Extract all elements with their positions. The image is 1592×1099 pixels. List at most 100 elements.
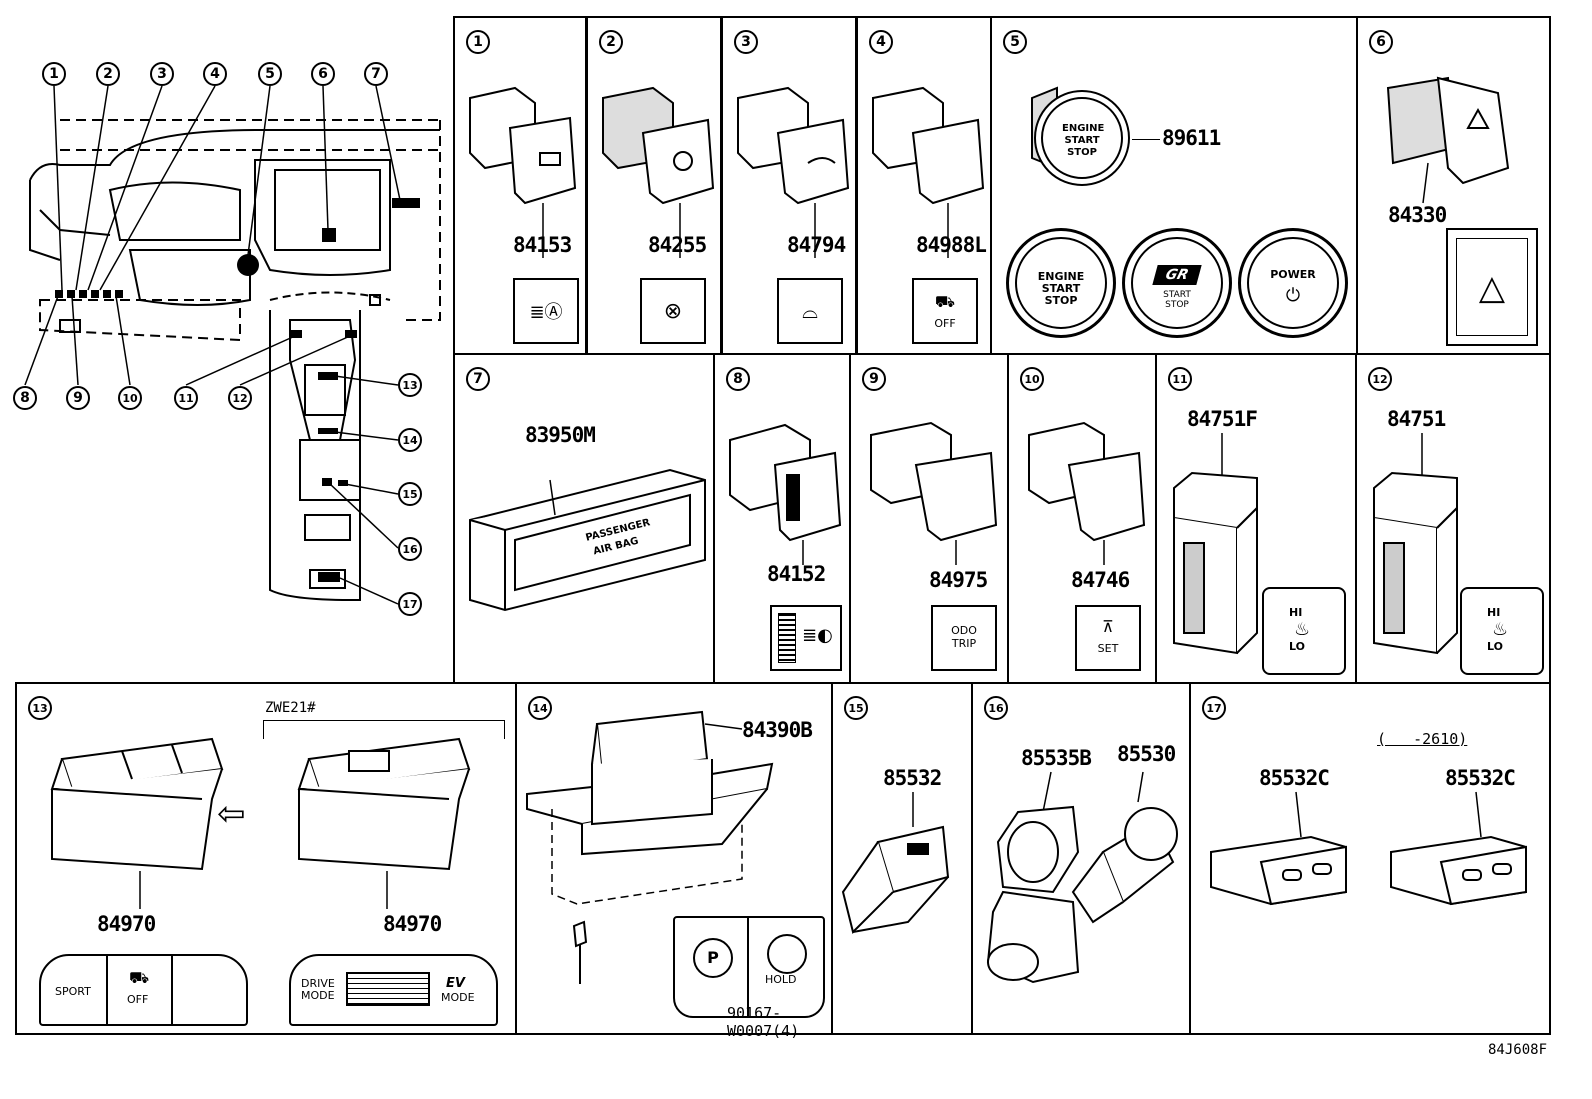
panel-13-badge: 13 xyxy=(28,696,52,720)
panel-2: 2 84255 ⊗ xyxy=(586,16,722,355)
seat-heater-icon-1: ♨ xyxy=(1294,619,1311,640)
diagram-code: 84J608F xyxy=(1488,1042,1548,1058)
engine-start-switch-drawing xyxy=(1031,86,1130,186)
dimmer-switch-face: ≣◐ xyxy=(770,605,842,671)
vsc-off-label: OFF xyxy=(934,317,956,330)
seat-heater-icon-2: ♨ xyxy=(1492,619,1509,640)
hi-label-2: HI xyxy=(1487,606,1501,619)
parking-brake-switch-drawing xyxy=(526,710,774,984)
part-number-84152: 84152 xyxy=(767,562,826,586)
screw-part-number: 90167-W0007(4) xyxy=(727,1004,800,1040)
engine-start-button-gr: GR START STOP xyxy=(1122,228,1232,338)
vsc-skid-icon-2: ⛟ xyxy=(129,968,150,987)
wiper-deicer-switch-drawing xyxy=(737,86,850,258)
panel-10-badge: 10 xyxy=(1020,367,1044,391)
dashboard-outline xyxy=(24,85,441,605)
dimmer-wheel xyxy=(778,613,796,663)
panel-15-badge: 15 xyxy=(844,696,868,720)
usb-charger-drawing-a xyxy=(1210,791,1347,906)
panel-11-badge: 11 xyxy=(1168,367,1192,391)
panel-9-badge: 9 xyxy=(862,367,886,391)
panel-16-badge: 16 xyxy=(984,696,1008,720)
seat-heater-switch-drawing-1 xyxy=(1173,433,1258,655)
panel-14: 14 84390B P HOLD 90167-W0007(4) xyxy=(515,682,833,1040)
power-icon: ⏻ xyxy=(1285,285,1301,306)
callout-12: 12 xyxy=(228,386,252,410)
panel-4-badge: 4 xyxy=(869,30,893,54)
seat-heater-face-1: HI ♨ LO xyxy=(1262,587,1346,675)
switch-face-3: ⌓ xyxy=(777,278,843,344)
ev-mode-label: MODE xyxy=(441,991,475,1004)
button-a-line2: START xyxy=(1041,282,1081,295)
callout-2: 2 xyxy=(96,62,120,86)
button-gr-line2: STOP xyxy=(1165,300,1189,310)
panel-16: 16 85535B 85530 xyxy=(971,682,1191,1035)
panel-15: 15 85532 xyxy=(831,682,973,1035)
power-outlet-drawing xyxy=(986,771,1178,984)
leader-89611 xyxy=(1132,139,1160,140)
engine-start-button-a: ENGINE START STOP xyxy=(1006,228,1116,338)
usb-charger-drawing-b xyxy=(1390,791,1527,906)
date-range-label: ( -2610) xyxy=(1377,730,1468,748)
panel-12-badge: 12 xyxy=(1368,367,1392,391)
panel-9: 9 84975 ODO TRIP xyxy=(849,353,1009,684)
seat-heater-face-2: HI ♨ LO xyxy=(1460,587,1544,675)
panel-13: 13 ZWE21# ⇦ 84970 84970 SPORT ⛟ OFF xyxy=(15,682,517,1035)
part-number-84751: 84751 xyxy=(1387,407,1446,431)
lane-set-switch-drawing xyxy=(1028,421,1146,565)
panel-3-badge: 3 xyxy=(734,30,758,54)
steering-heater-switch-drawing xyxy=(602,86,715,258)
set-label: SET xyxy=(1097,642,1119,655)
part-number-84988l: 84988L xyxy=(916,233,987,257)
callout-15: 15 xyxy=(398,482,422,506)
hold-label: HOLD xyxy=(765,973,797,986)
drive-mode-switch-face: DRIVE MODE EV MODE xyxy=(289,954,498,1026)
callout-6: 6 xyxy=(311,62,335,86)
hazard-switch-drawing xyxy=(1386,76,1510,204)
lane-set-face: ⊼ SET xyxy=(1075,605,1141,671)
sport-label: SPORT xyxy=(55,985,91,998)
part-number-84746: 84746 xyxy=(1071,568,1130,592)
hazard-switch-face: △ xyxy=(1446,228,1538,346)
callout-17: 17 xyxy=(398,592,422,616)
main-button-line1: ENGINE xyxy=(1062,123,1105,134)
parking-brake-face: P HOLD xyxy=(673,916,825,1018)
lo-label-1: LO xyxy=(1289,640,1305,653)
callout-1: 1 xyxy=(42,62,66,86)
hi-label-1: HI xyxy=(1289,606,1303,619)
part-number-84330: 84330 xyxy=(1388,203,1447,227)
brake-hold-icon xyxy=(767,934,807,974)
callout-10: 10 xyxy=(118,386,142,410)
odo-trip-switch-drawing xyxy=(870,421,998,565)
panel-7: 7 83950M PASSENGER AIR BAG xyxy=(453,353,715,684)
part-number-85532c-b: 85532C xyxy=(1445,766,1516,790)
lane-assist-icon: ⊼ xyxy=(1102,617,1114,636)
off-label: OFF xyxy=(127,993,149,1006)
switch-face-4: ⛟ OFF xyxy=(912,278,978,344)
panel-12: 12 84751 HI ♨ LO xyxy=(1355,353,1551,684)
callout-16: 16 xyxy=(398,537,422,561)
drive-label: DRIVE xyxy=(301,977,335,990)
part-number-84970-a: 84970 xyxy=(97,912,156,936)
panel-3: 3 84794 ⌓ xyxy=(721,16,857,355)
variant-bracket xyxy=(263,720,505,739)
part-number-85532: 85532 xyxy=(883,766,942,790)
headlight-beam-icon: ≣◐ xyxy=(802,625,833,646)
part-number-85535b: 85535B xyxy=(1021,746,1092,770)
callout-8: 8 xyxy=(13,386,37,410)
panel-8-badge: 8 xyxy=(726,367,750,391)
button-gr-line1: START xyxy=(1163,290,1191,300)
panel-6: 6 84330 △ xyxy=(1356,16,1551,355)
part-number-84390b: 84390B xyxy=(742,718,813,742)
vsc-off-switch-drawing xyxy=(872,86,985,258)
panel-2-badge: 2 xyxy=(599,30,623,54)
part-number-84153: 84153 xyxy=(513,233,572,257)
panel-11: 11 84751F HI ♨ LO xyxy=(1155,353,1357,684)
part-number-84255: 84255 xyxy=(648,233,707,257)
drive-mode-rocker xyxy=(346,972,430,1006)
callout-11: 11 xyxy=(174,386,198,410)
power-button: POWER ⏻ xyxy=(1238,228,1348,338)
panel-1: 1 84153 ≣Ⓐ xyxy=(453,16,587,355)
part-number-89611: 89611 xyxy=(1162,126,1221,150)
mode-label: MODE xyxy=(301,989,335,1002)
